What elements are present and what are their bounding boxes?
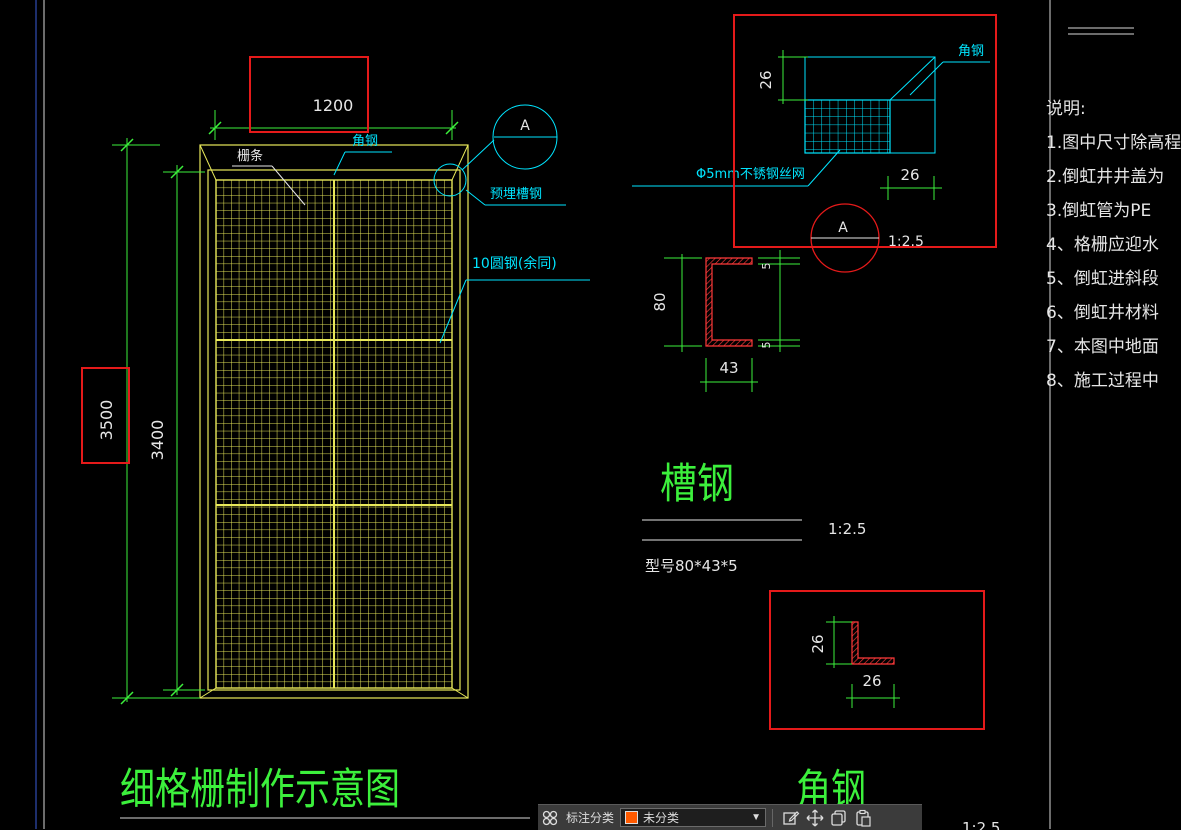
edit-icon[interactable] <box>779 806 803 830</box>
dimension-height-inner[interactable]: 3400 <box>148 165 205 697</box>
angle-dim-vertical: 26 <box>809 634 827 653</box>
highlight-box-angle <box>769 590 985 730</box>
channel-title: 槽钢 <box>660 459 734 508</box>
label-angle: 角钢 <box>352 134 378 149</box>
paste-icon[interactable] <box>851 806 875 830</box>
detail-a-dim-vertical: 26 <box>757 70 775 89</box>
note-item: 4、格栅应迎水 <box>1046 235 1159 255</box>
grating-outer-frame <box>199 144 469 699</box>
category-color-swatch <box>625 811 639 824</box>
note-item: 8、施工过程中 <box>1046 371 1159 391</box>
grid-icon[interactable] <box>538 806 562 830</box>
category-selected-value: 未分类 <box>643 811 680 825</box>
highlight-box-detail-a <box>733 14 997 248</box>
angle-scale: 1:2.5 <box>962 819 1000 830</box>
toolbar-divider <box>772 808 774 827</box>
channel-dim-flange-top: 5 <box>760 263 773 270</box>
note-item: 1.图中尺寸除高程 <box>1046 133 1181 153</box>
label-bar: 栅条 <box>237 148 263 164</box>
channel-model: 型号80*43*5 <box>645 557 738 575</box>
annotation-toolbar: 标注分类 未分类 ▼ <box>538 804 922 830</box>
detail-marker-a: A <box>520 118 530 134</box>
dim-height-outer-text: 3500 <box>97 400 116 441</box>
main-drawing-title: 细格栅制作示意图 <box>120 765 400 815</box>
note-item: 2.倒虹井井盖为 <box>1046 167 1165 187</box>
corner-line-tl <box>199 144 217 181</box>
copy-icon[interactable] <box>827 806 851 830</box>
angle-dim-horizontal: 26 <box>862 672 881 690</box>
dim-height-inner-text: 3400 <box>148 420 167 461</box>
corner-line-bl <box>199 687 217 699</box>
highlight-box-height <box>81 367 130 464</box>
detail-a-mesh <box>804 99 891 154</box>
detail-a-label-mesh: Φ5mm不锈钢丝网 <box>696 167 805 182</box>
annotation-round-steel[interactable]: 10圆钢(余同) <box>439 255 590 344</box>
move-icon[interactable] <box>803 806 827 830</box>
annotation-category-label: 标注分类 <box>566 811 615 825</box>
detail-a-marker: A <box>838 220 848 236</box>
annotation-embedded-channel[interactable]: A 预埋槽钢 <box>433 104 566 206</box>
note-item: 6、倒虹井材料 <box>1046 303 1159 323</box>
notes-heading: 说明: <box>1046 99 1086 119</box>
label-round-steel: 10圆钢(余同) <box>472 255 557 272</box>
highlight-box-width <box>249 56 369 133</box>
detail-a-label-angle: 角钢 <box>958 44 984 59</box>
annotation-category-select[interactable]: 未分类 ▼ <box>620 808 767 827</box>
corner-line-tr <box>451 144 469 181</box>
notes-panel: 说明: 1.图中尺寸除高程 2.倒虹井井盖为 3.倒虹管为PE 4、格栅应迎水 … <box>1046 92 1181 398</box>
grating-inner-frame <box>207 169 461 691</box>
dimension-height-outer[interactable]: 3500 <box>97 138 200 705</box>
grating-drawing[interactable] <box>199 144 469 699</box>
note-item: 3.倒虹管为PE <box>1046 201 1152 221</box>
channel-drawing[interactable]: 80 43 5 5 槽钢 1:2.5 型号80*43*5 <box>642 250 866 575</box>
chevron-down-icon: ▼ <box>751 812 762 823</box>
channel-dim-height: 80 <box>651 292 669 311</box>
label-embedded-channel: 预埋槽钢 <box>490 187 542 202</box>
angle-section <box>851 621 895 665</box>
annotation-angle[interactable]: 角钢 <box>333 134 392 176</box>
angle-drawing[interactable]: 26 26 角钢 1:2.5 <box>796 616 1000 830</box>
channel-section <box>705 257 753 347</box>
dimension-width[interactable]: 1200 <box>208 96 459 140</box>
annotation-bar[interactable]: 栅条 <box>232 148 306 206</box>
cad-canvas[interactable]: 1200 3500 3400 栅条 角钢 A 预埋槽钢 <box>0 0 1134 830</box>
detail-a-drawing[interactable]: 角钢 26 26 Φ5mm不锈钢丝网 A 1:2.5 <box>632 44 990 273</box>
note-item: 5、倒虹进斜段 <box>1046 269 1159 289</box>
dim-width-text: 1200 <box>313 96 354 115</box>
channel-dim-flange-bottom: 5 <box>760 342 773 349</box>
channel-dim-width: 43 <box>719 359 738 377</box>
corner-line-br <box>451 687 469 699</box>
detail-a-dim-horizontal: 26 <box>900 166 919 184</box>
note-item: 7、本图中地面 <box>1046 337 1159 357</box>
channel-scale: 1:2.5 <box>828 520 866 538</box>
